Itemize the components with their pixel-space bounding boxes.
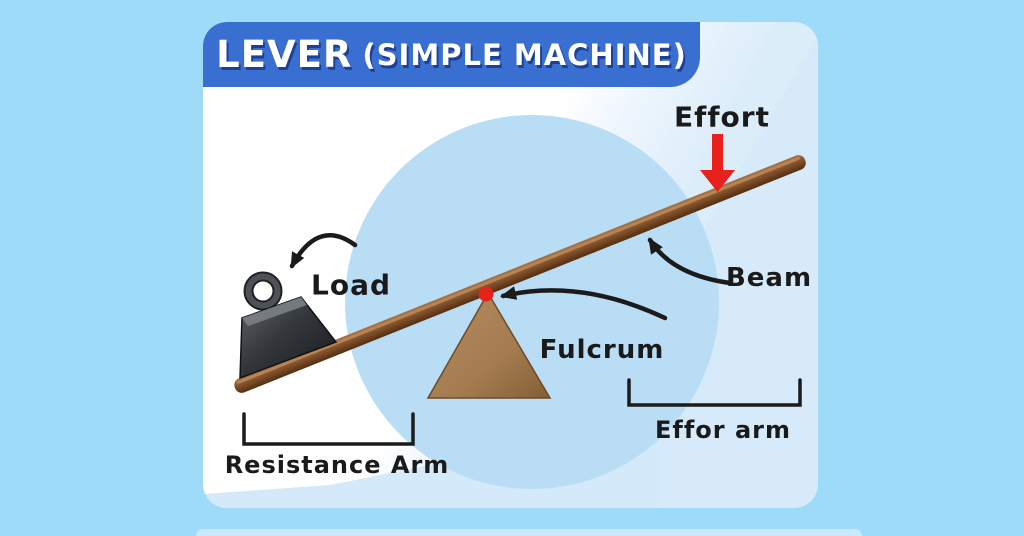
diagram-card: LEVER (SIMPLE MACHINE) Effort Load Beam … [203,22,818,508]
weight-top-facet [242,297,307,326]
bottom-card-strip [196,529,862,536]
beam-curved-arrow-icon [647,237,733,286]
weight [239,271,338,380]
effort-arm-bracket [627,378,802,407]
label-fulcrum: Fulcrum [539,335,665,365]
label-load: Load [310,268,392,302]
resistance-arm-bracket [242,412,415,446]
load-curved-arrow-icon [289,233,358,269]
title-simple-machine-word: (SIMPLE MACHINE) [362,37,687,72]
effort-arrow-icon [700,134,735,192]
title-lever-word: LEVER [216,33,353,76]
weight-handle-ring-inner [245,273,281,309]
fulcrum-triangle [426,291,552,399]
label-resistance-arm: Resistance Arm [224,451,450,479]
label-effort-arm: Effor arm [655,416,791,444]
background-svg [203,36,818,508]
label-beam: Beam [725,263,813,293]
fulcrum-curved-arrow-icon [500,286,668,321]
title-banner: LEVER (SIMPLE MACHINE) [203,22,700,87]
pivot-dot [478,286,494,302]
label-effort: Effort [674,100,770,134]
beam [234,155,806,393]
